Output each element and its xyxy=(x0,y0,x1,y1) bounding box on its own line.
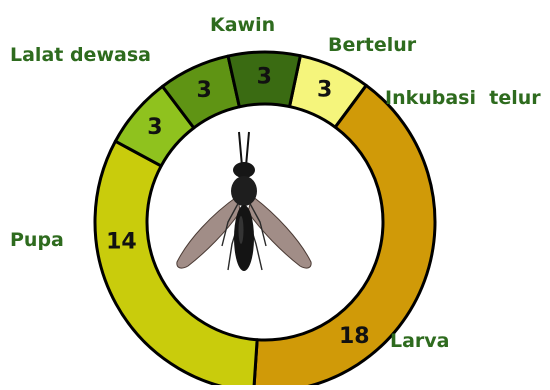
black-soldier-fly-icon xyxy=(177,132,311,271)
segment-pupa xyxy=(95,141,257,385)
label-inkubasi-telur: Inkubasi telur xyxy=(385,89,541,108)
label-larva: Larva xyxy=(390,332,450,351)
label-kawin: Kawin xyxy=(210,16,275,35)
days-inkubasi: 3 xyxy=(317,77,332,102)
days-larva: 18 xyxy=(339,324,370,349)
days-pupa: 14 xyxy=(106,230,137,255)
days-bertelur: 3 xyxy=(257,65,272,90)
days-dewasa: 3 xyxy=(147,115,162,140)
label-lalat-dewasa: Lalat dewasa xyxy=(10,46,151,65)
label-pupa: Pupa xyxy=(10,231,64,250)
days-kawin: 3 xyxy=(196,78,211,103)
label-bertelur: Bertelur xyxy=(328,36,416,55)
